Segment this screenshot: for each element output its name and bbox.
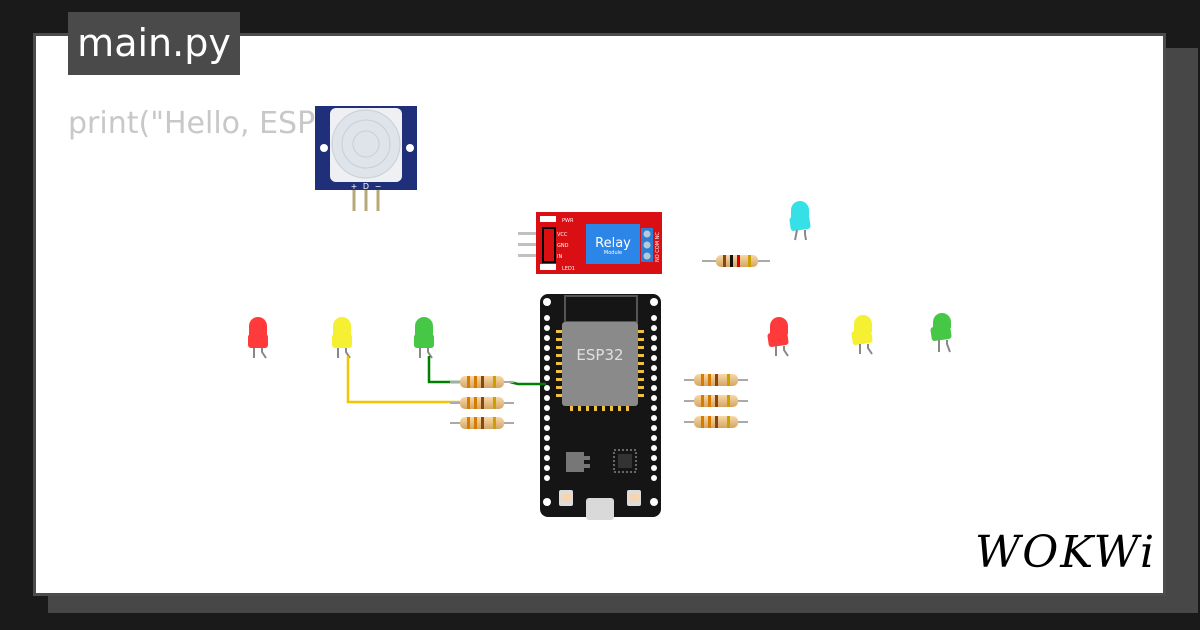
resistor-top[interactable]: [702, 255, 770, 267]
led-left-yellow[interactable]: [332, 317, 352, 359]
relay-pin-vcc: VCC: [557, 232, 568, 238]
relay-pin-gnd: GND: [557, 243, 569, 249]
relay-module[interactable]: PWR LED1 VCC GND IN Relay Module NO COM …: [518, 212, 662, 274]
led-right-yellow[interactable]: [851, 315, 873, 355]
wire-green[interactable]: [427, 356, 460, 384]
pir-sensor[interactable]: + D −: [315, 106, 417, 211]
resistor-left-2[interactable]: [450, 397, 514, 409]
led-left-green[interactable]: [414, 317, 434, 359]
wire-yellow[interactable]: [346, 356, 460, 404]
relay-label-pwr: PWR: [562, 218, 574, 224]
esp32-chip-label: ESP32: [576, 346, 623, 364]
resistor-right-1[interactable]: [684, 374, 748, 386]
pir-pin-vcc: +: [351, 182, 358, 191]
relay-title: Relay: [595, 236, 631, 251]
wokwi-logo: WOKWi: [975, 527, 1157, 578]
file-tab-main-py[interactable]: main.py: [68, 12, 240, 75]
led-right-red[interactable]: [767, 317, 789, 357]
resistor-left-3[interactable]: [450, 417, 514, 429]
relay-subtitle: Module: [604, 250, 622, 256]
led-left-red[interactable]: [248, 317, 268, 359]
code-line: print("Hello, ESP: [68, 106, 316, 141]
relay-pin-in: IN: [557, 254, 562, 260]
pir-pin-data: D: [363, 182, 369, 191]
pir-pin-gnd: −: [375, 182, 382, 191]
esp32-board[interactable]: ESP32: [540, 294, 661, 520]
led-top-cyan[interactable]: [789, 201, 811, 241]
resistor-right-3[interactable]: [684, 416, 748, 428]
resistor-right-2[interactable]: [684, 395, 748, 407]
resistor-left-1[interactable]: [450, 376, 514, 388]
relay-terminal-labels: NO COM NC: [655, 232, 661, 262]
led-right-green[interactable]: [930, 313, 952, 353]
relay-label-led1: LED1: [562, 266, 575, 272]
